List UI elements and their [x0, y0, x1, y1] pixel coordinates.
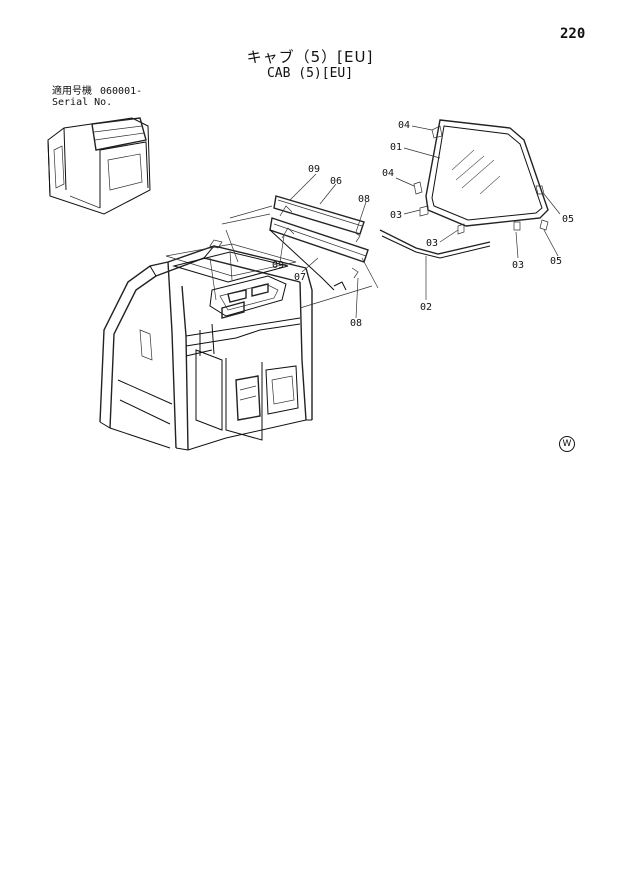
rail-assembly [221, 195, 379, 309]
glass-moulding [379, 229, 491, 259]
callout-03-left: 03 [390, 210, 402, 221]
callout-01: 01 [390, 142, 402, 153]
serial-info: 適用号機 060001- Serial No. [52, 86, 142, 108]
callout-08-upper: 08 [358, 194, 370, 205]
page-title-japanese: キャブ（5）[EU] [246, 48, 374, 66]
callout-09-upper: 09 [308, 164, 320, 175]
callout-08-lower: 08 [350, 318, 362, 329]
serial-label-en: Serial No. [52, 97, 113, 108]
callout-07: 07 [294, 272, 306, 283]
callout-02: 02 [420, 302, 432, 313]
cab-frame [99, 239, 313, 451]
callout-04-upper: 04 [398, 120, 410, 131]
page-title-english: CAB (5)[EU] [266, 66, 354, 81]
callout-05-upper: 05 [562, 214, 574, 225]
callout-03-right: 03 [512, 260, 524, 271]
callout-06: 06 [330, 176, 342, 187]
page-number: 220 [560, 26, 586, 42]
serial-code: 060001- [100, 86, 143, 97]
callout-09-lower: 09 [272, 260, 284, 271]
leader-lines [279, 125, 561, 319]
callout-04-lower: 04 [382, 168, 394, 179]
callout-03-center: 03 [426, 238, 438, 249]
region-mark-icon: W [559, 436, 575, 452]
windshield-glass [413, 119, 549, 235]
callout-05-lower: 05 [550, 256, 562, 267]
serial-label-jp: 適用号機 [52, 86, 92, 97]
locator-thumbnail [47, 117, 151, 215]
